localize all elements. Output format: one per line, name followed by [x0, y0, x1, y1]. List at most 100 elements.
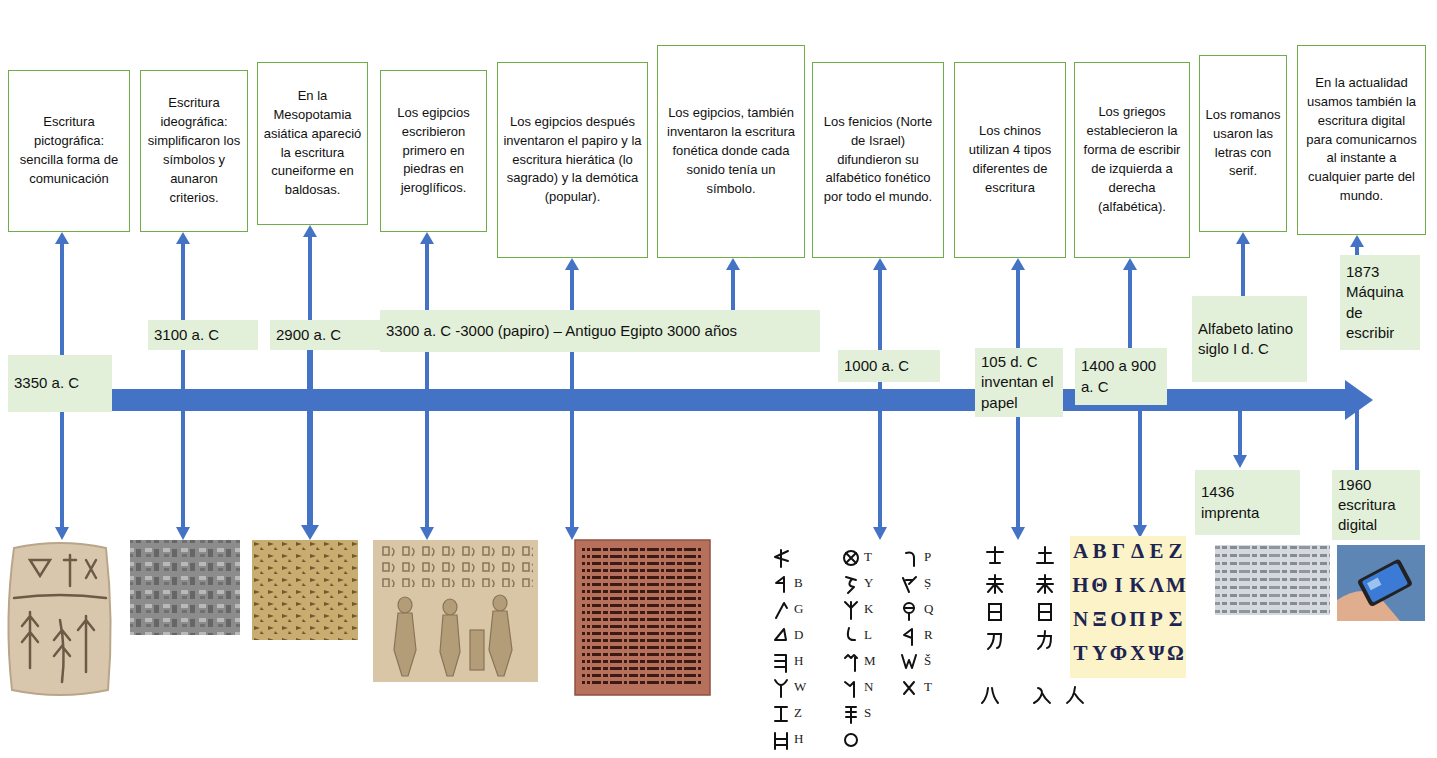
connector-line	[181, 243, 185, 320]
greek-letter-cell: Γ	[1109, 541, 1128, 562]
greek-letter: Β	[1092, 539, 1106, 563]
timeline-connector	[565, 258, 579, 310]
arrow-head	[1011, 258, 1025, 270]
event-text: Los egipcios escribieron primero en pied…	[386, 104, 481, 198]
timeline-connector	[1123, 258, 1137, 348]
greek-letter-cell: Ο	[1109, 609, 1128, 630]
down-line	[1016, 400, 1020, 529]
greek-letter: Δ	[1131, 539, 1144, 563]
date-text: 3300 a. C -3000 (papiro) – Antiguo Egipt…	[386, 321, 814, 341]
phoenician-letter-cell: T	[924, 680, 932, 693]
papyrus-body	[575, 540, 710, 695]
date-text: 2900 a. C	[276, 325, 374, 345]
greek-letter-cell: Ν	[1071, 609, 1090, 630]
timeline-connector	[1011, 258, 1025, 348]
relief-body	[373, 540, 538, 682]
timeline-connector	[873, 258, 887, 350]
timeline-connector	[420, 232, 434, 310]
phoenician-letter-cell: Q	[924, 602, 933, 615]
connector-line	[1241, 243, 1245, 296]
greek-letter: Λ	[1149, 573, 1164, 597]
phoenician-letter-cell: L	[864, 628, 872, 641]
chinese-characters	[982, 547, 1083, 703]
greek-letter-cell: Τ	[1071, 643, 1090, 664]
phoenician-glyphs	[775, 550, 916, 749]
smartphone-photo	[1337, 545, 1425, 621]
event-box: Los egipcios, también inventaron la escr…	[657, 45, 805, 258]
phoenician-letter-cell: S	[864, 706, 871, 719]
down-head	[565, 527, 579, 540]
transliteration-letter: Y	[864, 575, 873, 590]
event-box: En la actualidad usamos también la escri…	[1297, 45, 1426, 235]
greek-letter: Α	[1073, 539, 1088, 563]
transliteration-letter: S	[864, 705, 871, 720]
arrow-head	[1123, 258, 1137, 270]
event-text: En la Mesopotamia asiática apareció la e…	[263, 87, 362, 200]
greek-letter: Θ	[1091, 573, 1107, 597]
transliteration-letter: W	[794, 679, 806, 694]
phoenician-letter-cell: D	[794, 628, 803, 641]
date-box: 105 d. C inventan el papel	[975, 348, 1063, 417]
down-line	[307, 350, 313, 529]
greek-letter: Ο	[1110, 607, 1126, 631]
greek-letter: Ε	[1149, 539, 1163, 563]
transliteration-letter: H	[794, 653, 803, 668]
arrow-head	[420, 232, 434, 244]
date-box: 1000 a. C	[838, 350, 940, 382]
phoenician-letter-cell: Y	[864, 576, 873, 589]
greek-letter: Υ	[1092, 641, 1107, 665]
date-text: 1436 imprenta	[1201, 482, 1294, 523]
phoenician-letter-cell: R	[924, 628, 933, 641]
connector-line	[1355, 246, 1359, 255]
down-line	[1355, 400, 1359, 470]
arrow-head	[726, 258, 740, 270]
event-box: Los egipcios escribieron primero en pied…	[380, 70, 487, 232]
arrow-head	[565, 258, 579, 270]
greek-letter-cell: Φ	[1109, 643, 1128, 664]
relief-glyphs	[378, 545, 533, 587]
connector-line	[425, 243, 429, 310]
timeline-bar	[55, 380, 1373, 420]
greek-letter-cell: Ψ	[1147, 643, 1166, 664]
phoenician-letter-cell: N	[864, 680, 873, 693]
relief-figures	[394, 595, 512, 676]
date-box: 3350 a. C	[8, 355, 112, 412]
down-head	[1233, 455, 1247, 468]
print-lines	[1215, 545, 1330, 615]
event-box: Los fenicios (Norte de Israel) difundier…	[812, 62, 944, 258]
greek-letter: Ι	[1114, 573, 1122, 597]
greek-letter-cell: Σ	[1166, 609, 1185, 630]
phoenician-letter-cell: B	[794, 576, 803, 589]
hieroglyph-relief	[373, 540, 538, 682]
greek-letter-cell: Β	[1090, 541, 1109, 562]
event-text: En la actualidad usamos también la escri…	[1303, 74, 1420, 206]
down-head	[420, 527, 434, 540]
down-line	[425, 352, 429, 529]
greek-letter: Τ	[1073, 641, 1087, 665]
transliteration-letter: G	[794, 601, 803, 616]
greek-letter-cell: Η	[1071, 575, 1090, 596]
greek-letter: Μ	[1166, 573, 1186, 597]
phoenician-letter-cell: W	[794, 680, 806, 693]
down-line	[878, 382, 882, 529]
arrow-head	[55, 232, 69, 244]
greek-letter-cell: Υ	[1090, 643, 1109, 664]
date-box: 1960 escritura digital	[1332, 470, 1420, 540]
event-text: Los chinos utilizan 4 tipos diferentes d…	[960, 122, 1060, 197]
date-box: Alfabeto latino siglo I d. C	[1192, 296, 1307, 382]
phoenician-letter-cell: K	[864, 602, 873, 615]
clay-tablet	[8, 543, 110, 695]
date-box: 1400 a 900 a. C	[1075, 348, 1167, 405]
print-body	[1215, 545, 1330, 615]
date-box: 3300 a. C -3000 (papiro) – Antiguo Egipt…	[380, 310, 820, 352]
tile-body	[252, 540, 358, 640]
cuneiform-tile	[252, 540, 358, 640]
event-box: Los chinos utilizan 4 tipos diferentes d…	[954, 62, 1066, 258]
tile-wedges	[252, 540, 358, 640]
event-box: Los griegos establecieron la forma de es…	[1074, 62, 1190, 258]
transliteration-letter: Ṣ	[924, 575, 931, 590]
connector-line	[1016, 269, 1020, 348]
papyrus-writing	[582, 548, 703, 688]
stone-signs	[130, 540, 240, 635]
greek-panel	[1070, 536, 1186, 678]
